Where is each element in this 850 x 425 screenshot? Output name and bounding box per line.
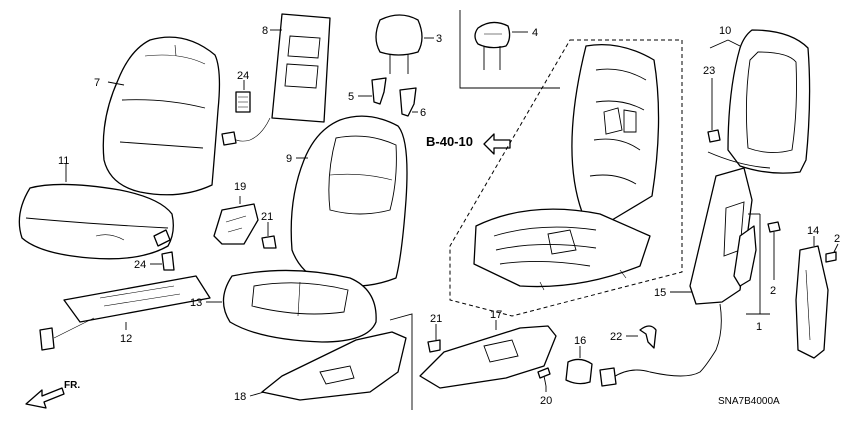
callout-24-top: 24 — [237, 70, 249, 82]
callout-2-right: 2 — [834, 233, 840, 245]
callout-8: 8 — [262, 25, 268, 37]
clip-21-lower[interactable] — [427, 339, 441, 353]
callout-3: 3 — [436, 33, 442, 45]
callout-1: 1 — [756, 321, 762, 333]
callout-2-left: 2 — [770, 285, 776, 297]
headrest-guide-5[interactable] — [371, 77, 387, 105]
seat-back-frame[interactable] — [707, 29, 811, 174]
seat-inner-trim[interactable] — [419, 325, 557, 389]
seat-back-cover[interactable] — [102, 36, 221, 196]
callout-4: 4 — [532, 27, 538, 39]
screw-20[interactable] — [537, 367, 551, 387]
seat-cushion-heater[interactable] — [39, 275, 211, 351]
headrest[interactable] — [375, 14, 423, 74]
callout-5: 5 — [348, 91, 354, 103]
seat-outer-trim[interactable] — [261, 331, 407, 401]
bolt-2-right[interactable] — [825, 251, 837, 263]
callout-9: 9 — [286, 153, 292, 165]
reference-label[interactable]: B-40-10 — [426, 134, 473, 149]
headrest-guide-6[interactable] — [399, 87, 417, 117]
callout-21-upper: 21 — [261, 211, 273, 223]
seat-trim-19[interactable] — [213, 203, 259, 245]
seat-back-heater[interactable] — [221, 13, 331, 146]
side-shield[interactable] — [795, 245, 829, 359]
headrest-inset — [459, 10, 560, 89]
wire-harness[interactable] — [599, 303, 722, 387]
callout-15: 15 — [654, 287, 666, 299]
callout-19: 19 — [234, 181, 246, 193]
callout-20: 20 — [540, 395, 552, 407]
clip-24-bottom[interactable] — [161, 251, 175, 271]
seat-back-pad[interactable] — [290, 115, 408, 287]
callout-14: 14 — [807, 225, 819, 237]
callout-11: 11 — [58, 155, 69, 167]
reference-arrow — [483, 133, 511, 155]
callout-13: 13 — [190, 297, 202, 309]
frame-clip-23[interactable] — [707, 129, 721, 143]
callout-24-bottom: 24 — [134, 259, 146, 271]
clip-21-upper[interactable] — [261, 235, 277, 249]
clip-24-top[interactable] — [235, 91, 251, 113]
bolt-2-left[interactable] — [767, 221, 781, 233]
callout-6: 6 — [420, 107, 426, 119]
front-label: FR. — [64, 380, 80, 391]
callout-23: 23 — [703, 65, 715, 77]
front-arrow — [25, 387, 65, 409]
seat-frame-assembly[interactable] — [449, 39, 683, 317]
cover-16[interactable] — [565, 358, 593, 385]
diagram-code: SNA7B4000A — [718, 396, 780, 407]
callout-22: 22 — [610, 331, 622, 343]
seat-side-bracket[interactable] — [733, 225, 757, 287]
clip-22[interactable] — [639, 325, 657, 349]
seat-cushion-pad[interactable] — [222, 269, 377, 343]
callout-21-lower: 21 — [430, 313, 442, 325]
callout-12: 12 — [120, 333, 132, 345]
callout-10: 10 — [719, 25, 731, 37]
seat-cushion-cover[interactable] — [18, 183, 174, 260]
callout-16: 16 — [574, 335, 586, 347]
callout-17: 17 — [490, 309, 502, 321]
callout-18: 18 — [234, 391, 246, 403]
outer-trim-inset — [389, 313, 413, 410]
callout-7: 7 — [94, 77, 100, 89]
